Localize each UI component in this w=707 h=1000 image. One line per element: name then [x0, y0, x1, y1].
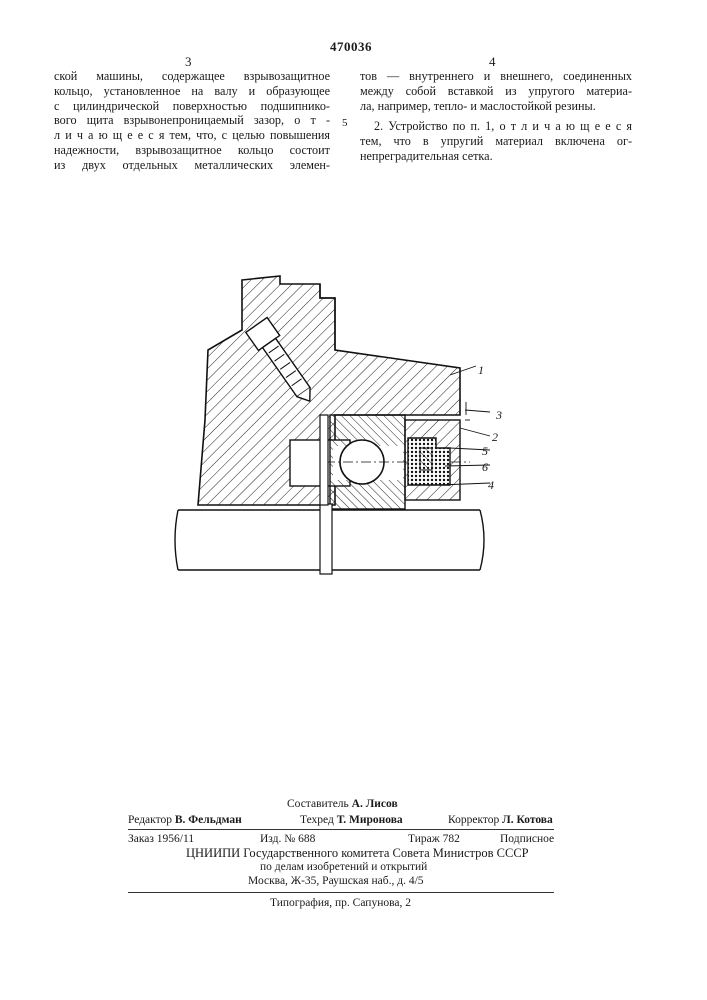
edition-number: Изд. № 688	[260, 832, 315, 847]
left-text-line: из двух отдельных металлических элемен-	[54, 158, 330, 173]
drawing-label-6: 6	[482, 460, 488, 475]
drawing-label-4: 4	[488, 478, 494, 493]
left-text-line: с цилиндрической поверхностью подшипнико…	[54, 99, 330, 114]
editor: Редактор В. Фельдман	[128, 813, 242, 828]
org-line-1: ЦНИИПИ Государственного комитета Совета …	[186, 846, 529, 861]
printer: Типография, пр. Сапунова, 2	[270, 896, 411, 911]
right-text-line: ла, например, тепло- и маслостойкой рези…	[360, 99, 632, 114]
org-line-3: Москва, Ж-35, Раушская наб., д. 4/5	[248, 874, 424, 889]
drawing-label-2: 2	[492, 430, 498, 445]
subscription: Подписное	[500, 832, 554, 847]
corrector-name: Л. Котова	[502, 814, 553, 826]
left-column-number: 3	[185, 54, 192, 70]
right-text-line: между собой вставкой из упругого материа…	[360, 84, 632, 99]
claim-2-line: тем, что в упругий материал включена ог-	[360, 134, 632, 149]
left-text-line: л и ч а ю щ е е с я тем, что, с целью по…	[54, 128, 330, 143]
line-number-marker: 5	[342, 117, 348, 129]
left-text-line: вого щита взрывонепроницаемый зазор, о т…	[54, 113, 330, 128]
drawing-label-3: 3	[496, 408, 502, 423]
footer-rule-bottom	[128, 892, 554, 893]
corrector: Корректор Л. Котова	[448, 813, 553, 828]
right-column-number: 4	[489, 54, 496, 70]
techred-name: Т. Миронова	[337, 814, 403, 826]
claim-2-line: 2. Устройство по п. 1, о т л и ч а ю щ е…	[360, 119, 632, 134]
footer-rule	[128, 829, 554, 830]
left-text-line: надежности, взрывозащитное кольцо состои…	[54, 143, 330, 158]
drawing-label-1: 1	[478, 363, 484, 378]
patent-number: 470036	[330, 39, 372, 55]
bearing-assembly-drawing	[170, 270, 520, 580]
compiler: Составитель А. Лисов	[287, 797, 398, 812]
org-line-2: по делам изобретений и открытий	[260, 860, 427, 875]
techred: Техред Т. Миронова	[300, 813, 403, 828]
techred-label: Техред	[300, 814, 334, 826]
drawing-label-5: 5	[482, 444, 488, 459]
editor-name: В. Фельдман	[175, 814, 242, 826]
claim-2-line: непреградительная сетка.	[360, 149, 632, 164]
compiler-name: А. Лисов	[352, 798, 398, 810]
left-column-text: ской машины, содержащее взрывозащитное к…	[54, 69, 330, 173]
order-number: Заказ 1956/11	[128, 832, 194, 847]
print-run: Тираж 782	[408, 832, 460, 847]
right-text-line: тов — внутреннего и внешнего, соединенны…	[360, 69, 632, 84]
editor-label: Редактор	[128, 814, 172, 826]
compiler-label: Составитель	[287, 798, 349, 810]
left-text-line: ской машины, содержащее взрывозащитное	[54, 69, 330, 84]
left-text-line: кольцо, установленное на валу и образующ…	[54, 84, 330, 99]
right-column-text: тов — внутреннего и внешнего, соединенны…	[360, 69, 632, 164]
explosion-proof-ring	[405, 420, 460, 500]
corrector-label: Корректор	[448, 814, 499, 826]
